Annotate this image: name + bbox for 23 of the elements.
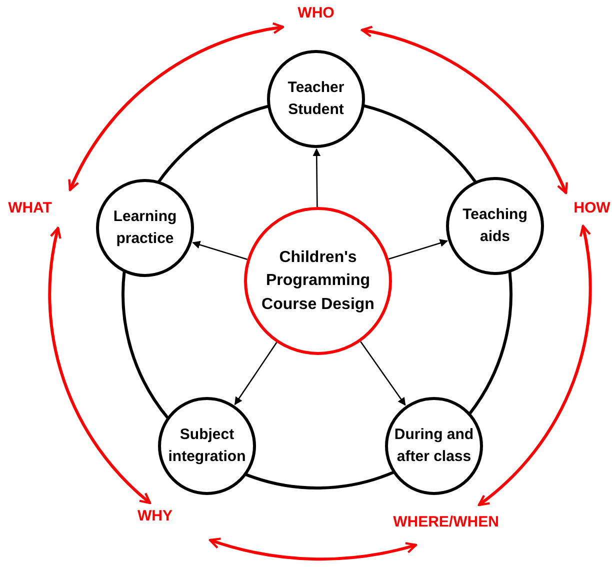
- arrow: [312, 148, 321, 208]
- node-label: Learning practice: [112, 207, 178, 249]
- node-label: Subject integration: [167, 425, 247, 467]
- arrow: [234, 342, 278, 406]
- ring-arc: [364, 104, 477, 183]
- ring-arc: [122, 271, 170, 419]
- curved-double-arrow: [208, 536, 418, 560]
- question-label: WHO: [298, 6, 334, 20]
- node-label: Teaching aids: [462, 205, 528, 247]
- arrow: [388, 239, 448, 260]
- curved-double-arrow: [360, 26, 568, 194]
- question-label: WHY: [138, 508, 172, 524]
- question-label: WHERE/WHEN: [393, 514, 499, 530]
- curved-double-arrow: [478, 224, 592, 506]
- question-label: WHAT: [8, 200, 52, 216]
- node-label: Teacher Student: [286, 78, 346, 120]
- node-label: During and after class: [393, 425, 475, 467]
- question-label: HOW: [574, 200, 610, 216]
- node-label: Children's Programming Course Design: [260, 248, 376, 315]
- curved-double-arrow: [48, 226, 152, 504]
- curved-double-arrow: [68, 22, 284, 192]
- arrow: [360, 341, 406, 406]
- ring-arc: [245, 470, 394, 490]
